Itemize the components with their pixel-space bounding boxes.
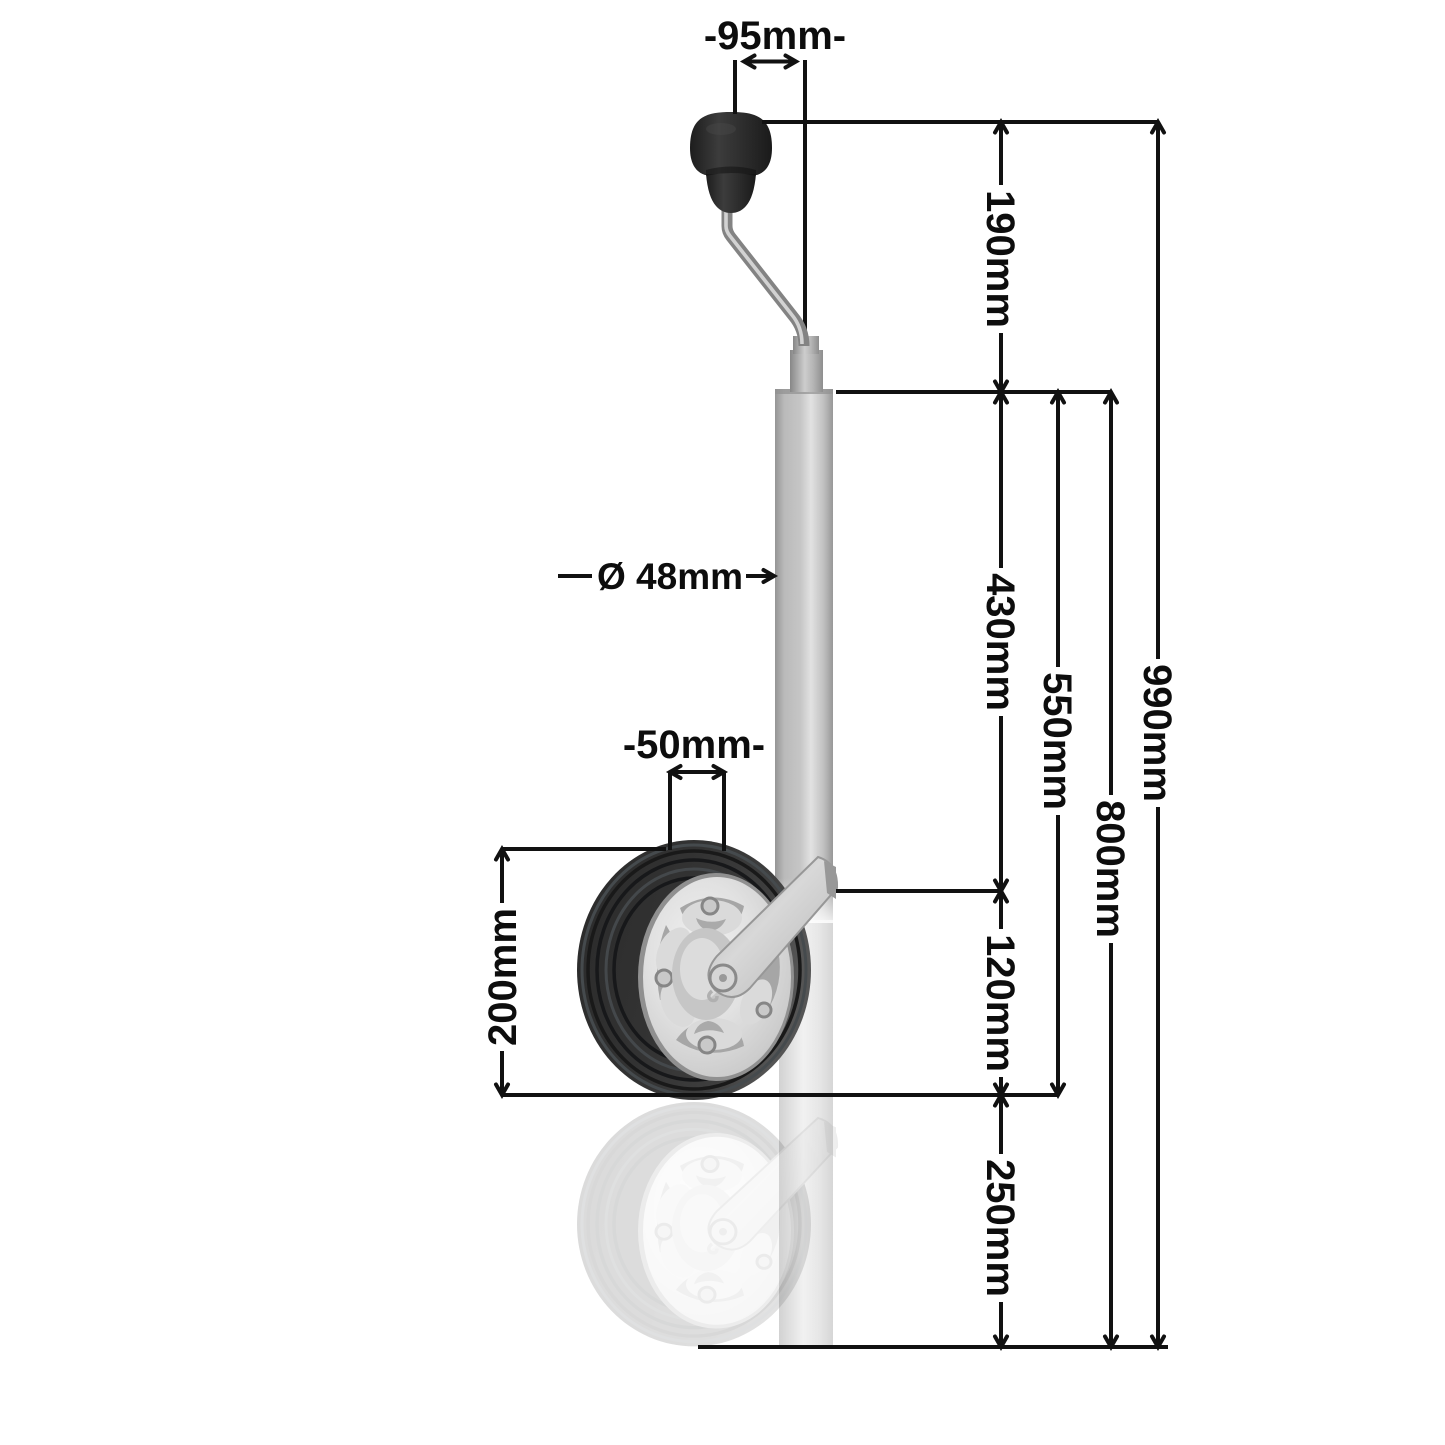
svg-text:-50mm-: -50mm- xyxy=(623,723,765,767)
svg-text:Ø 48mm: Ø 48mm xyxy=(597,556,743,597)
svg-text:120mm: 120mm xyxy=(978,934,1022,1072)
svg-text:800mm: 800mm xyxy=(1088,800,1132,938)
svg-text:990mm: 990mm xyxy=(1135,664,1179,802)
svg-text:200mm: 200mm xyxy=(481,908,525,1046)
svg-text:550mm: 550mm xyxy=(1035,672,1079,810)
svg-text:-95mm-: -95mm- xyxy=(704,14,846,58)
svg-text:430mm: 430mm xyxy=(978,573,1022,711)
svg-text:190mm: 190mm xyxy=(978,190,1022,328)
svg-text:250mm: 250mm xyxy=(978,1159,1022,1297)
